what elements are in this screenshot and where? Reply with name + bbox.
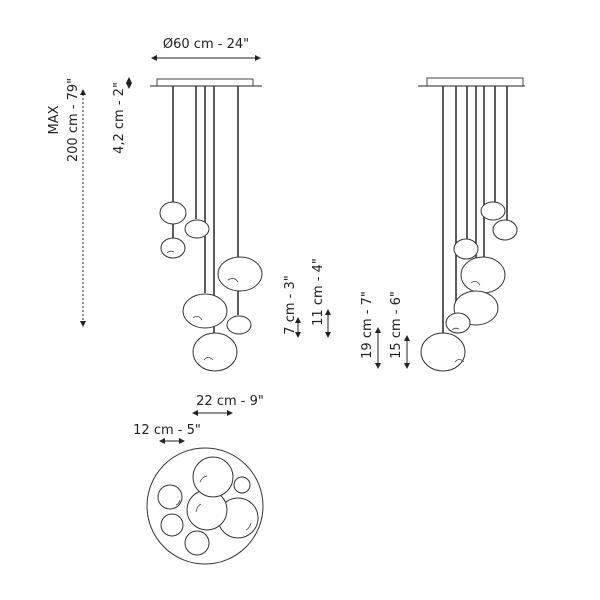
canopy-height-label: 4,2 cm - 2" bbox=[112, 82, 127, 154]
front-view: Ø60 cm - 24" MAX 200 cm - 79" 4,2 cm - 2… bbox=[47, 37, 331, 372]
medium-globe-label: 11 cm - 4" bbox=[311, 258, 326, 326]
large-diameter-label: 22 cm - 9" bbox=[196, 394, 264, 409]
canopy bbox=[156, 78, 254, 87]
mid-globe-label: 15 cm - 6" bbox=[389, 291, 404, 359]
large-globe-label: 19 cm - 7" bbox=[360, 291, 375, 359]
max-label: MAX bbox=[47, 105, 62, 134]
globes-top bbox=[157, 456, 259, 556]
globes bbox=[420, 201, 518, 372]
height-label: 200 cm - 79" bbox=[66, 78, 81, 162]
small-diameter-label: 12 cm - 5" bbox=[133, 423, 201, 438]
globes bbox=[159, 201, 263, 372]
small-globe-label: 7 cm - 3" bbox=[283, 275, 298, 334]
canopy bbox=[426, 77, 524, 87]
diameter-label: Ø60 cm - 24" bbox=[163, 37, 249, 52]
side-view: 19 cm - 7" 15 cm - 6" bbox=[360, 77, 525, 372]
top-view: 22 cm - 9" 12 cm - 5" bbox=[133, 394, 264, 565]
